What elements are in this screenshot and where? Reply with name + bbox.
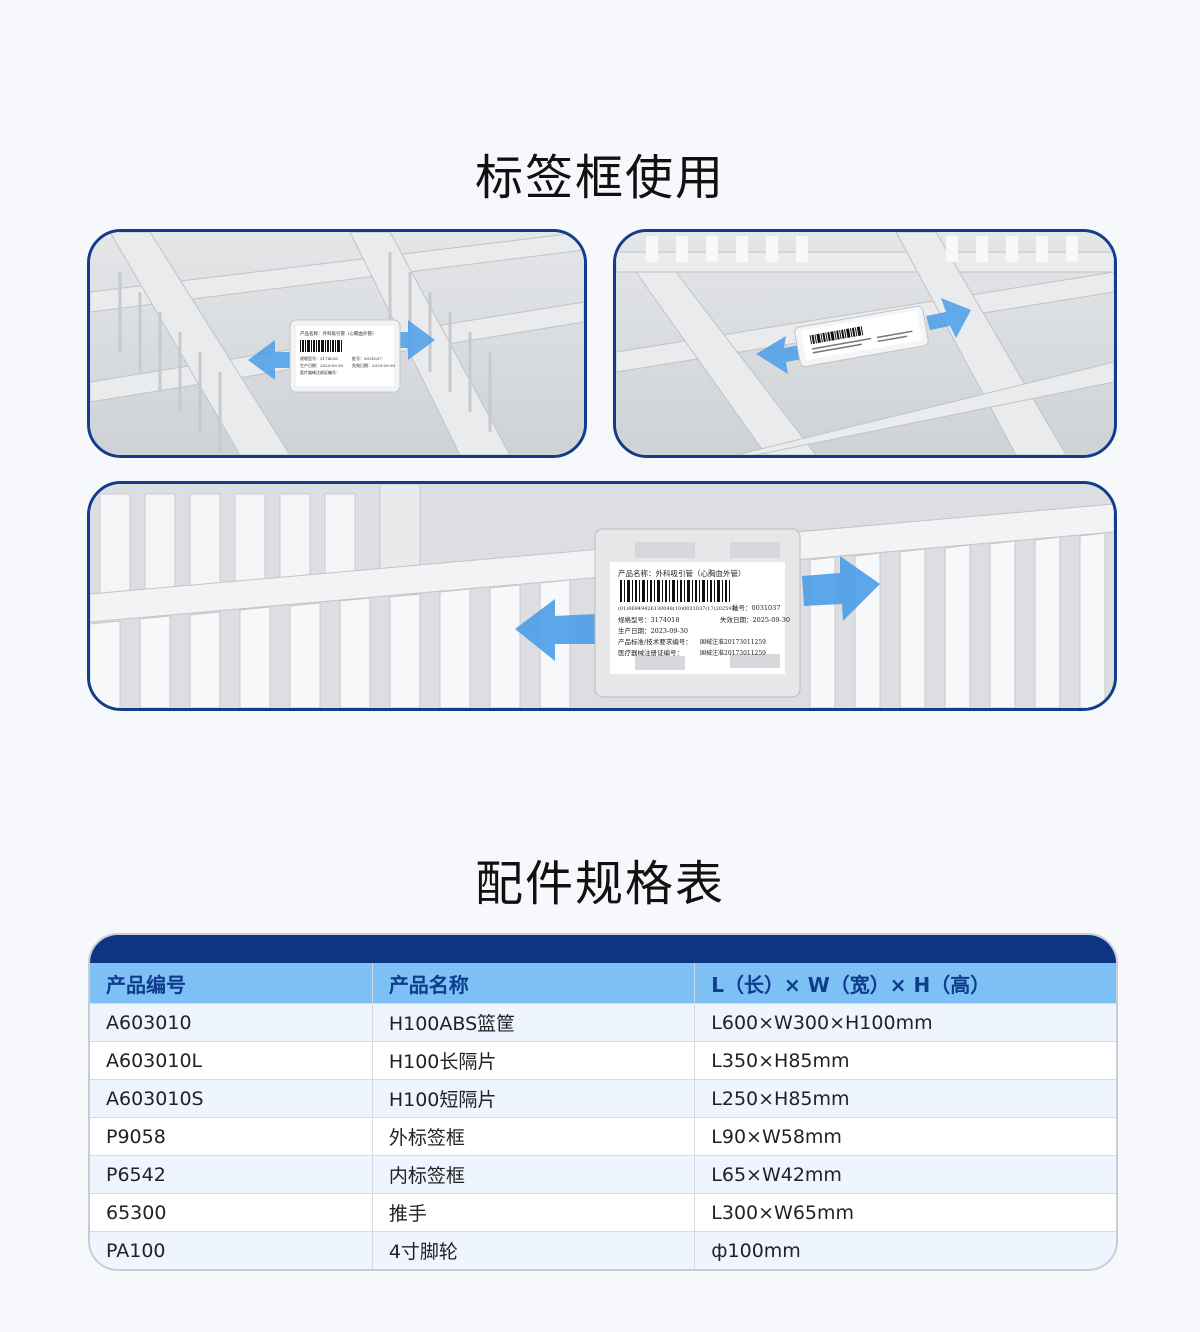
large-label-exp: 失效日期：2025-09-30 [720, 615, 790, 624]
image-panel-outer-label: 产品名称：外科吸引管（心胸血外管） (01)06949426130048(10)… [87, 481, 1117, 711]
table-row: P6542 内标签框 L65×W42mm [90, 1155, 1116, 1193]
cell-dimensions: L250×H85mm [695, 1079, 1116, 1117]
small-label-name: 产品名称：外科吸引管（心胸血外管） [300, 330, 377, 337]
table-cap-bar [90, 935, 1116, 963]
cell-name: H100ABS篮筐 [372, 1003, 696, 1041]
cell-code: A603010 [90, 1003, 373, 1041]
cell-dimensions: L65×W42mm [695, 1155, 1116, 1193]
section-title-spec-table: 配件规格表 [474, 856, 725, 912]
cell-dimensions: L350×H85mm [695, 1041, 1116, 1079]
table-row: P9058 外标签框 L90×W58mm [90, 1117, 1116, 1155]
table-row: A603010S H100短隔片 L250×H85mm [90, 1079, 1116, 1117]
large-label-reg: 医疗器械注册证编号： [618, 648, 683, 657]
cell-code: P6542 [90, 1155, 373, 1193]
header-code: 产品编号 [90, 963, 373, 1003]
large-label-date: 生产日期：2023-09-30 [618, 626, 688, 635]
small-label-exp: 失效日期：2025-09-30 [352, 362, 396, 368]
large-label-lot: 批号：0031037 [732, 603, 780, 612]
cell-dimensions: L300×W65mm [695, 1193, 1116, 1231]
cell-name: 推手 [372, 1193, 696, 1231]
table-row: PA100 4寸脚轮 ф100mm [90, 1231, 1116, 1269]
cell-name: 内标签框 [372, 1155, 696, 1193]
cell-dimensions: L90×W58mm [695, 1117, 1116, 1155]
large-label-barcode-text: (01)06949426130048(10)0031037(17)2025930 [618, 605, 738, 612]
large-label-standard: 产品标准/技术要求编号： [618, 637, 692, 646]
cell-dimensions: L600×W300×H100mm [695, 1003, 1116, 1041]
large-label-spec: 规格型号：3174018 [618, 615, 679, 624]
small-label-spec: 规格型号：3174018 [300, 355, 338, 361]
header-name: 产品名称 [372, 963, 696, 1003]
header-dimensions: L（长）× W（宽）× H（高） [695, 963, 1116, 1003]
small-label-reg: 医疗器械注册证编号： [300, 369, 340, 375]
table-row: A603010 H100ABS篮筐 L600×W300×H100mm [90, 1003, 1116, 1041]
small-label-lot: 批号：0031037 [352, 355, 382, 361]
cell-name: H100长隔片 [372, 1041, 696, 1079]
cell-name: 4寸脚轮 [372, 1231, 696, 1269]
cell-dimensions: ф100mm [695, 1231, 1116, 1269]
table-header-row: 产品编号 产品名称 L（长）× W（宽）× H（高） [90, 963, 1116, 1003]
spec-table: 产品编号 产品名称 L（长）× W（宽）× H（高） A603010 H100A… [88, 933, 1118, 1271]
large-label-name: 产品名称：外科吸引管（心胸血外管） [618, 568, 746, 578]
large-label-reg-no: 国械注准20173011259 [700, 649, 766, 657]
image-panel-inner-label-2 [613, 229, 1117, 458]
small-label-date: 生产日期：2023-09-30 [300, 362, 344, 368]
cell-code: P9058 [90, 1117, 373, 1155]
cell-name: H100短隔片 [372, 1079, 696, 1117]
cell-code: A603010S [90, 1079, 373, 1117]
table-row: 65300 推手 L300×W65mm [90, 1193, 1116, 1231]
cell-code: A603010L [90, 1041, 373, 1079]
cell-code: PA100 [90, 1231, 373, 1269]
section-title-label-frame: 标签框使用 [474, 150, 725, 206]
table-row: A603010L H100长隔片 L350×H85mm [90, 1041, 1116, 1079]
large-label-std-no: 国械注准20173011259 [700, 638, 766, 646]
cell-code: 65300 [90, 1193, 373, 1231]
image-panel-inner-label-1: 产品名称：外科吸引管（心胸血外管） 规格型号：3174018 生产日期：2023… [87, 229, 587, 458]
cell-name: 外标签框 [372, 1117, 696, 1155]
